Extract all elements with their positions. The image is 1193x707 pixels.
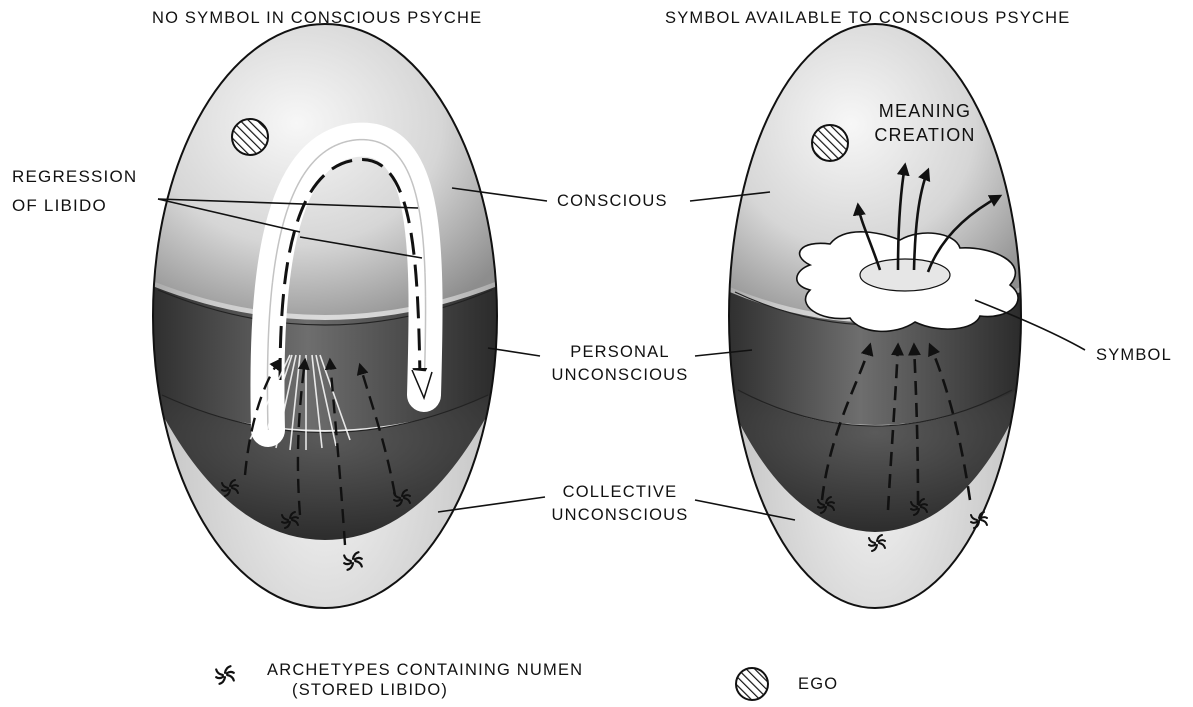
personal-line1: PERSONAL <box>540 342 700 363</box>
personal-line2: UNCONSCIOUS <box>540 365 700 386</box>
legend-ego-label: EGO <box>798 674 838 695</box>
conscious-label: CONSCIOUS <box>557 191 668 212</box>
legend-hatched-circle-icon <box>736 668 768 700</box>
ego-icon-right <box>812 125 848 161</box>
symbol-label: SYMBOL <box>1096 345 1172 366</box>
right-panel-heading: SYMBOL AVAILABLE TO CONSCIOUS PSYCHE <box>665 8 1070 29</box>
legend-archetypes-line2: (STORED LIBIDO) <box>292 680 448 701</box>
regression-line1: REGRESSION <box>12 166 137 187</box>
collective-line1: COLLECTIVE <box>540 482 700 503</box>
left-panel-heading: NO SYMBOL IN CONSCIOUS PSYCHE <box>152 8 482 29</box>
regression-line2: OF LIBIDO <box>12 195 107 216</box>
meaning-line1: MEANING <box>870 101 980 122</box>
left-psyche-egg <box>140 20 510 620</box>
meaning-line2: CREATION <box>870 125 980 146</box>
ego-icon-left <box>232 119 268 155</box>
symbol-core <box>860 259 950 291</box>
collective-line2: UNCONSCIOUS <box>540 505 700 526</box>
legend-archetypes-line1: ARCHETYPES CONTAINING NUMEN <box>267 660 583 681</box>
legend-pinwheel-icon <box>216 666 234 684</box>
